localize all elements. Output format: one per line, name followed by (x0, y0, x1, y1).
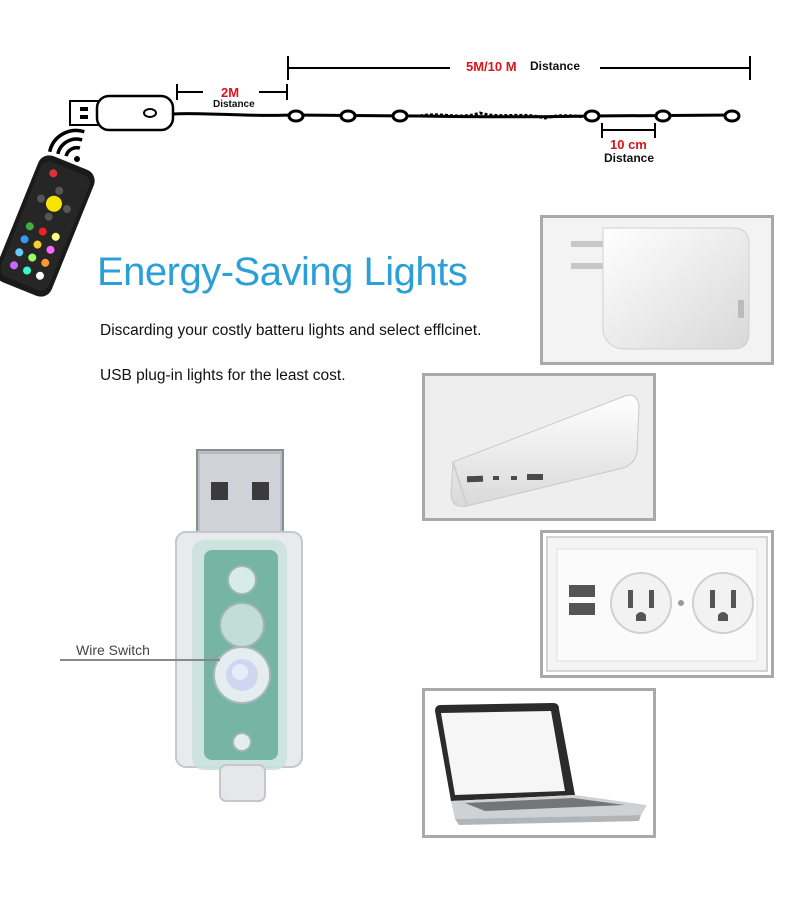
power-bank-icon (450, 394, 640, 507)
bulb-distance-label: Distance (604, 151, 655, 165)
wall-adapter-icon (571, 227, 750, 350)
body-line-2: USB plug-in lights for the least cost. (100, 367, 346, 384)
remote-control-icon (0, 155, 95, 297)
page-headline: Energy-Saving Lights (97, 250, 468, 294)
lead-distance-value: 2M (221, 85, 240, 100)
laptop-photo (422, 688, 656, 838)
wire-switch-label: Wire Switch (76, 642, 150, 658)
usb-switch-module-icon (175, 449, 303, 802)
total-distance-value: 5M/10 M (466, 59, 517, 74)
wall-outlet-icon (546, 536, 768, 672)
total-distance-label: Distance (530, 59, 581, 73)
laptop-icon (435, 703, 647, 825)
body-line-1: Discarding your costly batteru lights an… (100, 322, 482, 339)
wall-adapter-photo (540, 215, 774, 365)
bulb-marks (287, 109, 741, 123)
wire-diagram (0, 56, 751, 297)
power-bank-photo (422, 373, 656, 521)
usb-plug-icon (69, 94, 175, 132)
callout-line (60, 659, 220, 661)
wireless-signal-icon (47, 128, 85, 163)
light-string-wire (172, 112, 736, 119)
wall-outlet-photo (540, 530, 774, 678)
lead-distance-label: Distance (213, 99, 255, 110)
bulb-distance-value: 10 cm (610, 137, 647, 152)
